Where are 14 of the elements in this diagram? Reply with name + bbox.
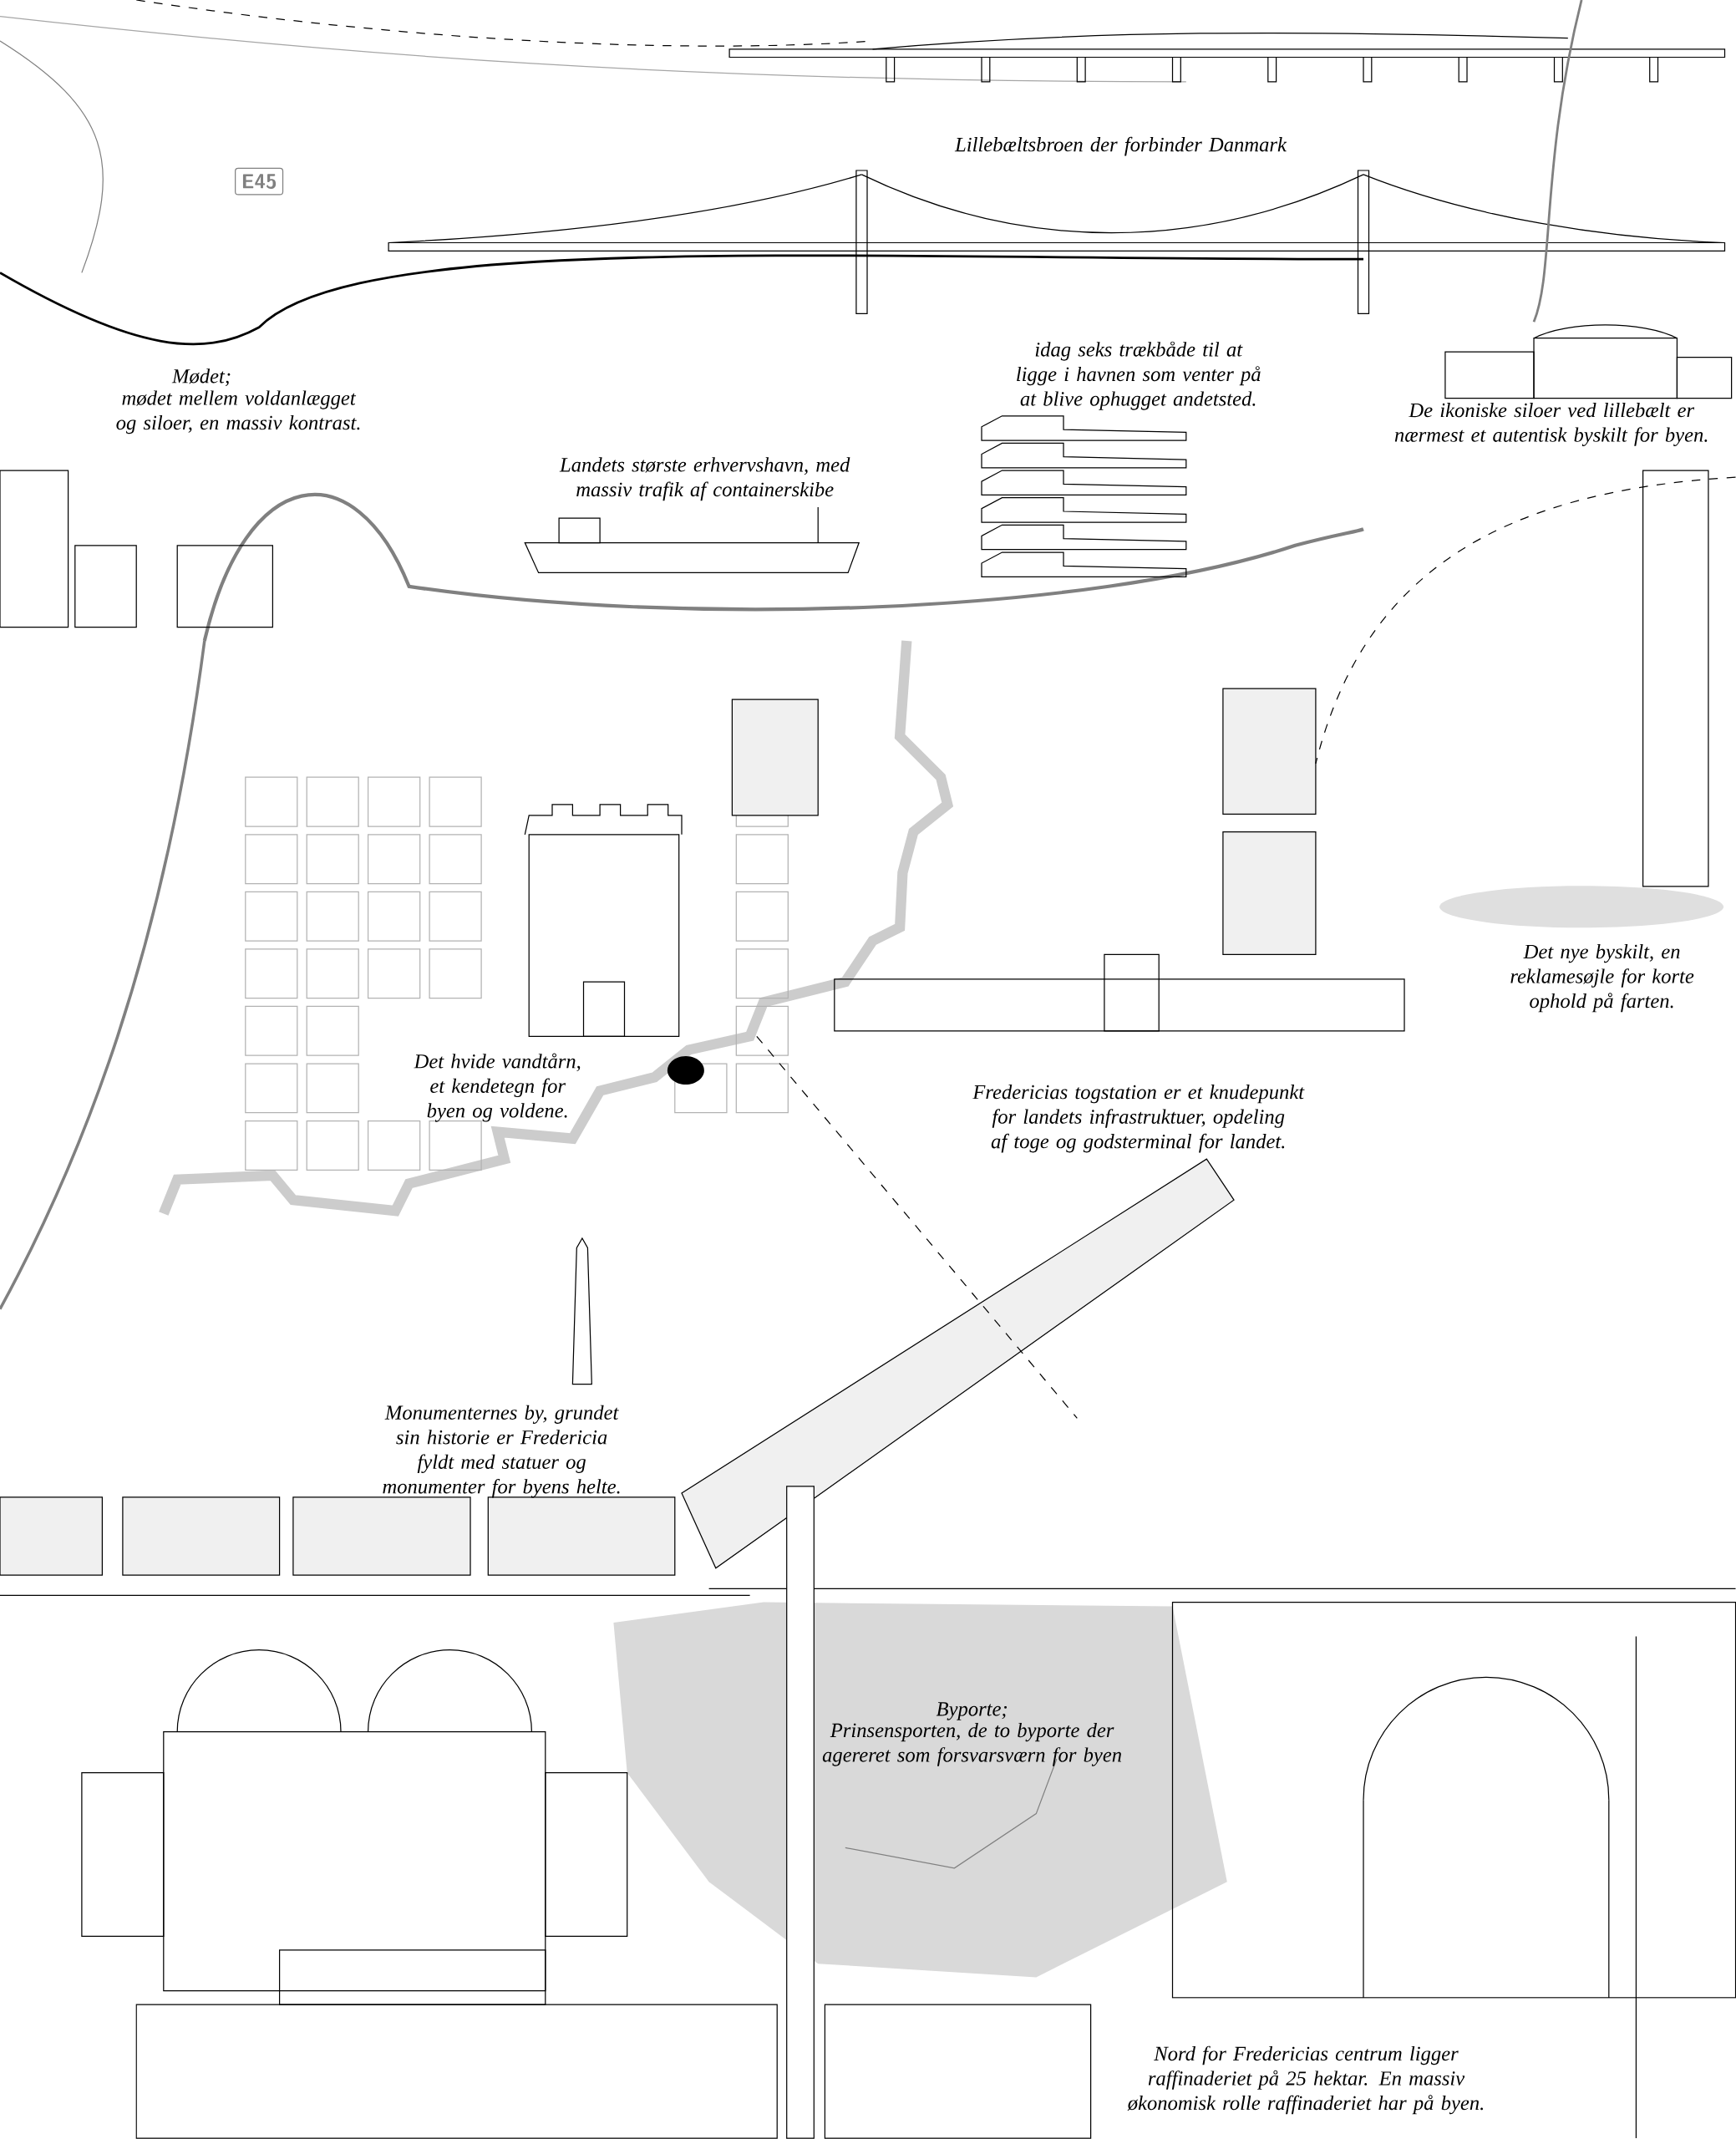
caption-text: Det nye byskilt, en reklamesøjle for korte ophold på farten. bbox=[1510, 943, 1694, 1013]
caption-text: Det hvide vandtårn, et kendetegn for byen og voldene. bbox=[414, 1053, 581, 1122]
road-sign: E45 bbox=[235, 167, 284, 196]
caption-text: mødet mellem voldanlægget og siloer, en massiv kontrast. bbox=[116, 390, 360, 434]
caption-text: Monumenternes by, grundet sin historie er Fredericia fyldt med statuer og monumenter for byens helte. bbox=[383, 1405, 620, 1498]
caption-text: Nord for Fredericias centrum ligger raffinaderiet på 25 hektar. En massiv økonomisk rolle raffinaderiet har på byen. bbox=[1127, 2045, 1484, 2115]
caption-text: Lillebæltsbroen der forbinder Danmark bbox=[954, 136, 1287, 156]
caption-text: Landets største erhvervshavn, med massiv trafik af containerskibe bbox=[559, 457, 850, 501]
caption-text: Prinsensporten, de to byporte der agereret som forsvarsværn for byen bbox=[822, 1722, 1121, 1766]
caption-text: idag seks trækbåde til at ligge i havnen som venter på at blive ophugget andetsted. bbox=[1017, 341, 1261, 410]
caption-text: Mødet; bbox=[171, 368, 231, 387]
caption-text: De ikoniske siloer ved lillebælt er nærmest et autentisk byskilt for byen. bbox=[1394, 403, 1708, 446]
caption-text: Fredericias togstation er et knudepunkt for landets infrastruktuer, opdeling af toge og godsterminal for landet. bbox=[972, 1085, 1305, 1153]
caption-text: Byporte; bbox=[936, 1702, 1008, 1720]
